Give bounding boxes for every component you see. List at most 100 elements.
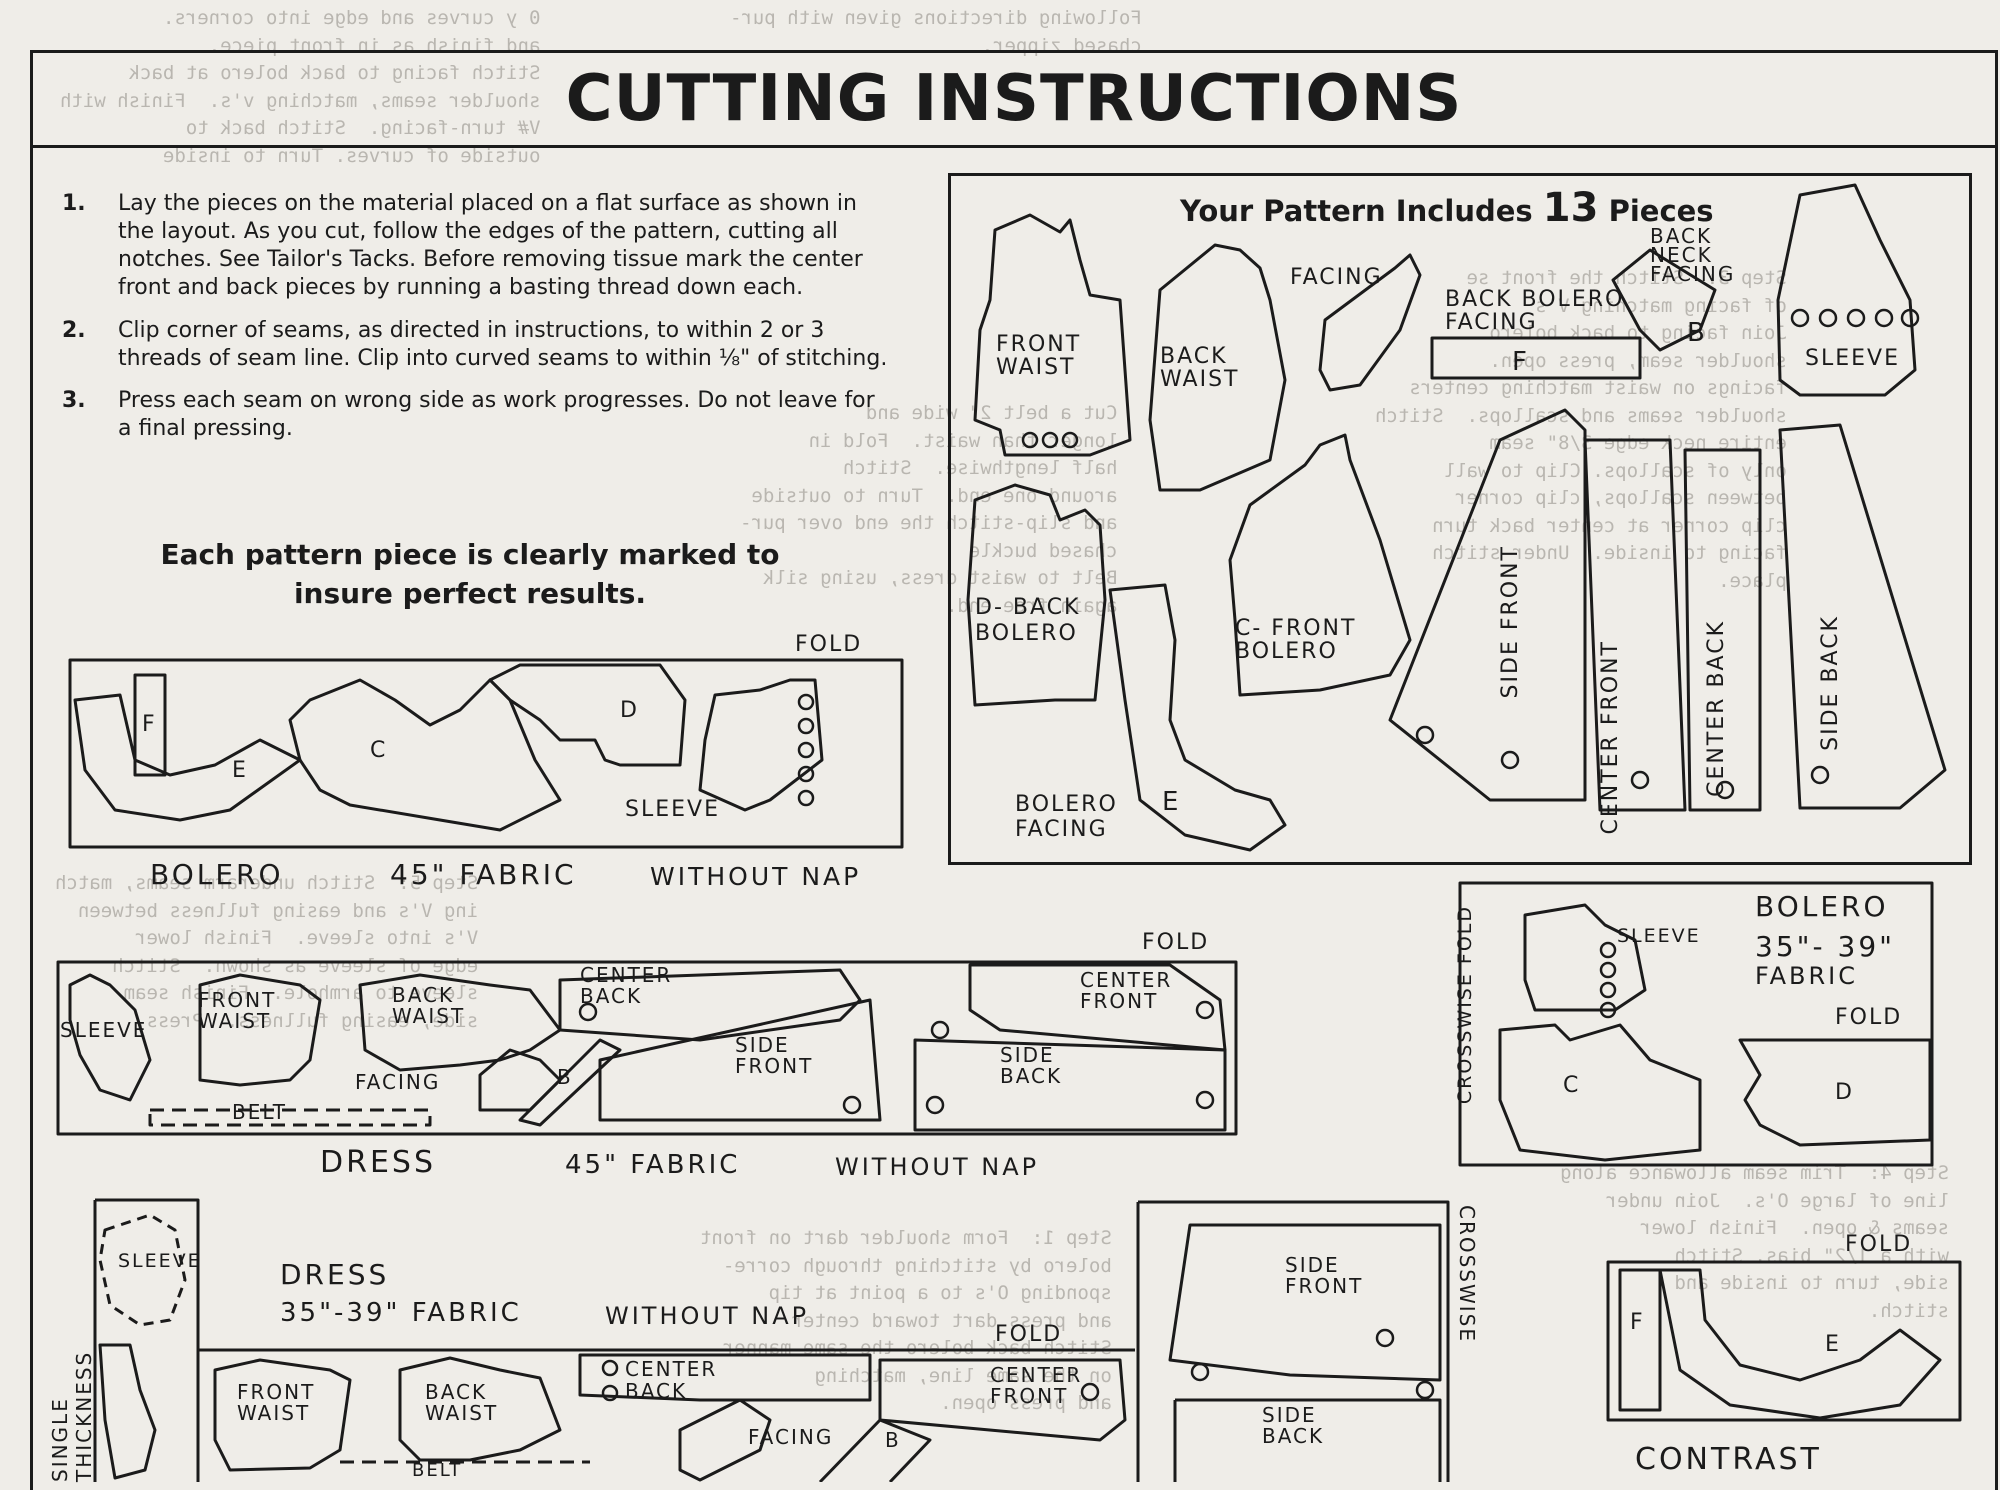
back-bolero-facing-piece [1430,336,1642,380]
label-e-contrast: E [1825,1332,1841,1357]
label-d-back-bolero: D- BACK BOLERO [975,595,1081,647]
center-front-piece-panel [1583,438,1687,812]
label-sleeve-b35: SLEEVE [1617,925,1701,947]
fold-label-dress-35: FOLD [995,1322,1063,1347]
side-front-piece-panel [1388,408,1587,802]
caption-contrast: CONTRAST [1635,1442,1822,1477]
fold-label-dress-45: FOLD [1142,930,1210,955]
sleeve-piece-panel [1776,183,1917,397]
label-sleeve-d35: SLEEVE [118,1250,202,1272]
caption-fabric-45: 45" FABRIC [390,858,577,891]
instructions-list: 1. Lay the pieces on the material placed… [62,190,892,457]
center-back-piece-panel [1683,448,1762,812]
label-f-panel: F [1512,347,1529,377]
d-back-bolero-piece [966,483,1107,707]
instruction-item: 1. Lay the pieces on the material placed… [62,190,892,303]
instruction-text: Press each seam on wrong side as work pr… [118,387,875,442]
label-side-front-panel: SIDE FRONT [1498,545,1523,699]
label-belt-d45: BELT [232,1100,287,1124]
crosswise-fold-label: CROSSWISE FOLD [1454,905,1476,1105]
facing-piece [1318,253,1422,392]
title-fabric-35: 35"- 39" [1755,930,1896,963]
label-side-back-panel: SIDE BACK [1818,615,1843,751]
label-center-front-panel: CENTER FRONT [1598,640,1623,835]
caption-dress-45: DRESS [320,1145,436,1180]
label-side-back-d35: SIDE BACK [1262,1403,1325,1448]
label-facing-panel: FACING [1290,265,1383,290]
label-b-d45: B [557,1065,573,1089]
instruction-number: 3. [62,387,86,413]
label-b-panel: B [1687,318,1707,348]
label-belt-d35: BELT [412,1460,463,1481]
fold-label-contrast: FOLD [1845,1232,1913,1257]
label-side-back-d45: SIDE BACK [1000,1043,1063,1088]
label-back-bolero-facing: BACK BOLERO FACING [1445,287,1625,336]
label-front-waist: FRONT WAIST [996,332,1082,381]
label-facing-d35: FACING [748,1425,834,1449]
page-title: CUTTING INSTRUCTIONS [565,62,1463,136]
instruction-text: Clip corner of seams, as directed in ins… [118,317,888,371]
panel-marks [1021,308,1920,800]
label-sleeve-panel: SLEEVE [1805,346,1900,371]
title-bolero-35: BOLERO [1755,890,1889,923]
bolero-35-layout-box [1458,881,1934,1167]
bolero-45-layout-box [68,658,904,849]
label-front-waist-d45: FRONT WAIST [198,988,277,1033]
label-f: F [142,712,157,737]
instruction-item: 3. Press each seam on wrong side as work… [62,387,892,443]
label-d: D [620,698,639,723]
c-front-bolero-piece [1228,433,1412,697]
dress-35-right-box [1136,1200,1450,1482]
single-thickness-label: SINGLE THICKNESS [48,1350,96,1482]
fold-label-bolero-45: FOLD [795,632,863,657]
label-center-back-panel: CENTER BACK [1704,620,1729,797]
document-frame [30,50,1998,1490]
label-center-back-d45: CENTER BACK [580,963,673,1008]
dress-45-circles [578,1000,1215,1115]
label-center-back-d35: CENTER BACK [625,1357,718,1403]
title-fabric-word-35: FABRIC [1755,962,1858,990]
label-c-b35: C [1563,1073,1581,1098]
instruction-item: 2. Clip corner of seams, as directed in … [62,317,892,373]
fold-label-bolero-35: FOLD [1835,1005,1903,1030]
label-facing-d45: FACING [355,1070,441,1094]
front-waist-piece [973,213,1132,457]
caption-without-nap-dress: WITHOUT NAP [835,1153,1040,1181]
back-waist-piece [1148,243,1287,492]
side-back-piece-panel [1778,423,1947,810]
instruction-text: Lay the pieces on the material placed on… [118,191,863,301]
dress-35-circles [601,1328,1435,1402]
back-neck-facing-piece [1611,248,1717,352]
label-c: C [370,738,388,763]
label-bolero-facing: BOLERO FACING [1015,792,1118,843]
label-back-waist: BACK WAIST [1160,344,1240,393]
caption-bolero: BOLERO [150,858,284,891]
instruction-number: 1. [62,191,86,216]
label-center-front-d35: CENTER FRONT [990,1363,1083,1408]
pieces-count: 13 [1542,185,1599,231]
label-c-front-bolero: C- FRONT BOLERO [1235,616,1357,665]
dress-35-layout-frame [93,1198,1135,1482]
label-front-waist-d35: FRONT WAIST [237,1380,316,1425]
caption-dress-35: DRESS [280,1258,390,1291]
caption-without-nap-35: WITHOUT NAP [605,1302,810,1330]
label-e: E [232,758,248,783]
label-sleeve-d45: SLEEVE [60,1018,148,1042]
caption-without-nap: WITHOUT NAP [650,862,862,891]
label-side-front-d45: SIDE FRONT [735,1033,814,1078]
label-d-b35: D [1835,1080,1854,1105]
instruction-number: 2. [62,317,86,343]
label-b-d35: B [885,1428,901,1452]
crosswise-label-dress-35: CROSSWISE [1455,1205,1479,1343]
pieces-heading-text: Your Pattern Includes [1180,194,1533,228]
bolero-facing-piece [1108,583,1287,852]
label-center-front-d45: CENTER FRONT [1080,968,1173,1013]
label-side-front-d35: SIDE FRONT [1285,1253,1364,1298]
dress-45-layout-box [56,960,1238,1136]
title-bar: CUTTING INSTRUCTIONS [30,50,1998,148]
pieces-heading: Your Pattern Includes 13 Pieces [1180,185,1714,231]
pattern-pieces-panel [948,173,1972,865]
label-back-neck-facing: BACK NECK FACING [1650,224,1736,286]
contrast-layout-box [1606,1260,1962,1422]
